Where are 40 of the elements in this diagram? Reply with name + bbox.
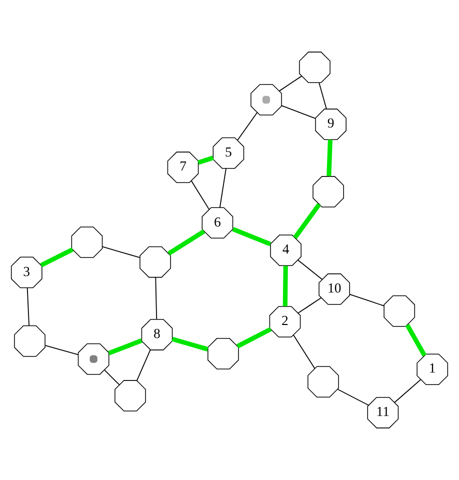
connector bbox=[281, 105, 316, 119]
connector bbox=[26, 288, 30, 326]
connector bbox=[44, 344, 79, 356]
connector bbox=[198, 156, 214, 165]
connector bbox=[298, 260, 323, 280]
connector bbox=[155, 276, 158, 320]
connector bbox=[293, 203, 321, 239]
connector bbox=[278, 76, 302, 92]
node-octagon bbox=[114, 380, 146, 412]
node-octagon bbox=[208, 338, 239, 370]
connector bbox=[108, 338, 142, 356]
connector bbox=[405, 324, 427, 357]
connector bbox=[236, 327, 272, 348]
connector bbox=[102, 246, 140, 258]
connector bbox=[237, 112, 258, 141]
node-octagon bbox=[384, 295, 416, 327]
node-octagon bbox=[140, 246, 171, 278]
connector bbox=[318, 82, 327, 110]
connector bbox=[326, 140, 333, 176]
connector bbox=[168, 229, 206, 256]
node-octagon bbox=[299, 52, 330, 84]
connector bbox=[298, 297, 322, 314]
node-octagon bbox=[312, 176, 344, 208]
node-octagon bbox=[78, 343, 110, 375]
node-octagon bbox=[71, 226, 103, 258]
connector bbox=[349, 294, 384, 306]
connector bbox=[104, 370, 120, 386]
node-octagon bbox=[308, 366, 339, 398]
connector bbox=[232, 226, 272, 246]
connector bbox=[136, 349, 151, 382]
connector bbox=[190, 180, 210, 210]
connector bbox=[219, 168, 226, 208]
connector bbox=[337, 388, 370, 406]
connector bbox=[40, 247, 74, 268]
connector bbox=[282, 266, 288, 306]
connector bbox=[394, 379, 422, 403]
connector bbox=[172, 336, 208, 352]
node-octagon bbox=[14, 325, 46, 357]
connector bbox=[293, 334, 316, 369]
node-octagon bbox=[250, 84, 282, 116]
